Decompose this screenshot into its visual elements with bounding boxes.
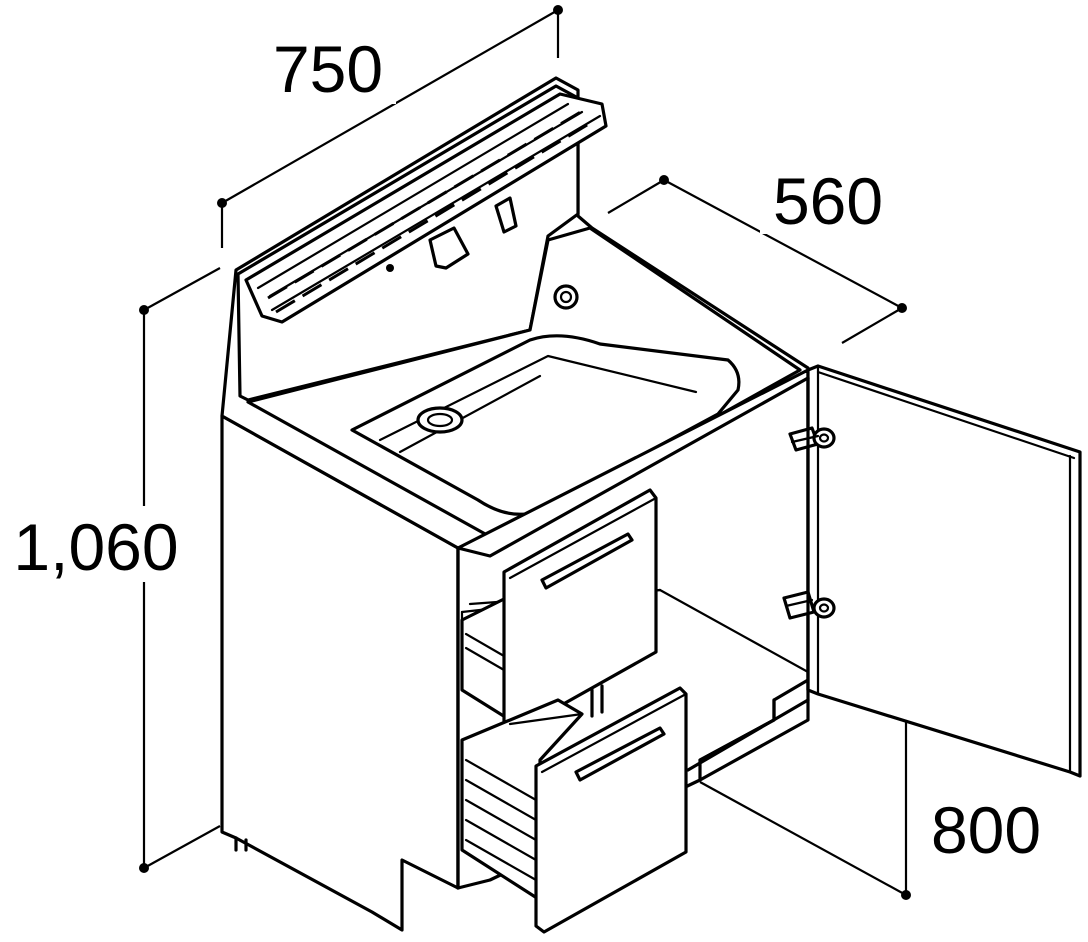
upper-drawer — [460, 488, 658, 736]
dimension-labels: 750 560 1,060 800 — [0, 32, 1060, 867]
total-height-label: 1,060 — [13, 510, 178, 584]
depth-extension-back — [607, 179, 665, 214]
faucet-lever-icon — [494, 196, 518, 234]
depth-dimension-line — [663, 179, 903, 309]
cabinet-face-frame — [456, 376, 810, 890]
counter-height-end-bottom — [901, 890, 911, 900]
lower-drawer-front — [534, 686, 688, 934]
upper-hinge-icon — [788, 426, 836, 452]
width-label: 750 — [273, 32, 383, 106]
width-dimension-line — [221, 9, 559, 204]
depth-extension-front — [841, 307, 903, 344]
counter-height-extension-bottom — [699, 781, 907, 896]
lower-drawer-handle-icon — [574, 726, 666, 782]
basin — [246, 226, 802, 542]
cabinet-door — [782, 364, 1082, 778]
overflow-hole-icon — [553, 284, 579, 310]
total-height-extension-bottom — [143, 825, 221, 869]
total-height-label-mask — [0, 506, 196, 582]
upper-drawer-handle-icon — [540, 532, 634, 590]
total-height-end-top — [139, 305, 149, 315]
depth-label: 560 — [773, 164, 883, 238]
faucet-knob-icon — [386, 264, 394, 272]
width-dimension-end-left — [217, 198, 227, 208]
total-height-extension-top — [143, 267, 221, 311]
faucet-spout-icon — [428, 226, 470, 270]
depth-dimension-end-front — [897, 303, 907, 313]
width-dimension-end-right — [553, 5, 563, 15]
depth-label-mask — [760, 170, 896, 234]
total-height-end-bottom — [139, 863, 149, 873]
width-label-mask — [262, 40, 396, 104]
counter-height-label-mask — [914, 792, 1060, 864]
depth-dimension-end-back — [659, 175, 669, 185]
drain-icon — [416, 406, 464, 434]
counter-height-label: 800 — [931, 793, 1041, 867]
lower-drawer — [460, 686, 688, 934]
